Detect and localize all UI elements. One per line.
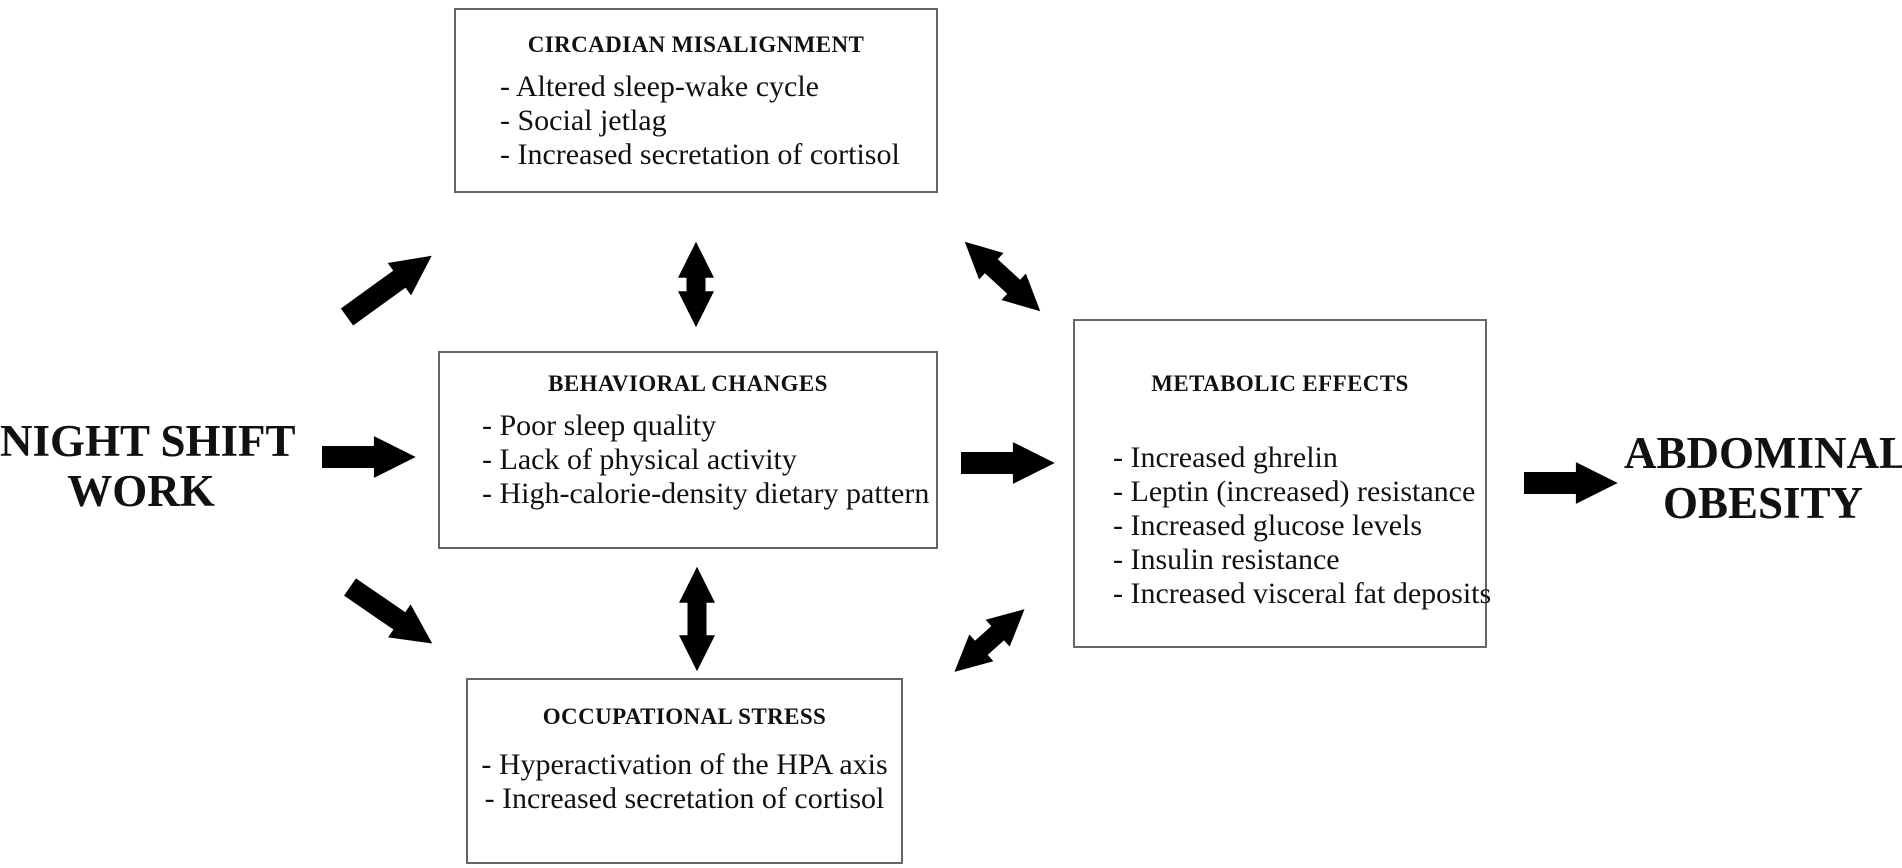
source-label-night-shift-work: NIGHT SHIFT WORK (0, 416, 296, 516)
outcome-label-abdominal-obesity: ABDOMINAL OBESITY (1624, 428, 1902, 528)
list-item: - High-calorie-density dietary pattern (482, 477, 930, 510)
arrow-nightshift-to-circadian (340, 255, 432, 326)
list-item: - Increased ghrelin (1113, 441, 1338, 474)
box-title-metabolic-effects: METABOLIC EFFECTS (1151, 371, 1409, 396)
box-behavioral-changes: BEHAVIORAL CHANGES - Poor sleep quality … (438, 351, 938, 549)
box-circadian-misalignment: CIRCADIAN MISALIGNMENT - Altered sleep-w… (454, 8, 938, 193)
box-items-behavioral-changes: - Poor sleep quality - Lack of physical … (440, 409, 936, 511)
list-item: - Altered sleep-wake cycle (500, 70, 819, 103)
box-title-behavioral-changes: BEHAVIORAL CHANGES (548, 371, 828, 396)
source-label-line1: NIGHT SHIFT (0, 416, 296, 466)
list-item: - Leptin (increased) resistance (1113, 475, 1476, 508)
arrow-circadian-metabolic-bidirectional (964, 241, 1041, 312)
arrow-nightshift-to-occupational (344, 578, 433, 644)
list-item: - Increased secretation of cortisol (484, 782, 885, 815)
box-items-circadian-misalignment: - Altered sleep-wake cycle - Social jetl… (456, 70, 936, 172)
list-item: - Social jetlag (500, 104, 667, 137)
box-items-occupational-stress: - Hyperactivation of the HPA axis - Incr… (468, 748, 901, 816)
list-item: - Increased secretation of cortisol (500, 138, 900, 171)
outcome-label-line2: OBESITY (1662, 478, 1864, 528)
box-title-occupational-stress: OCCUPATIONAL STRESS (542, 704, 827, 729)
box-occupational-stress: OCCUPATIONAL STRESS - Hyperactivation of… (466, 678, 903, 864)
list-item: - Lack of physical activity (482, 443, 797, 476)
source-label-line2: WORK (67, 466, 215, 516)
list-item: - Poor sleep quality (482, 409, 717, 442)
box-metabolic-effects: METABOLIC EFFECTS - Increased ghrelin - … (1073, 319, 1492, 648)
box-items-metabolic-effects: - Increased ghrelin - Leptin (increased)… (1075, 441, 1492, 611)
list-item: - Increased visceral fat deposits (1113, 577, 1492, 610)
list-item: - Insulin resistance (1113, 543, 1340, 576)
list-item: - Increased glucose levels (1113, 509, 1423, 542)
outcome-label-line1: ABDOMINAL (1624, 428, 1902, 478)
box-title-circadian-misalignment: CIRCADIAN MISALIGNMENT (527, 32, 865, 57)
list-item: - Hyperactivation of the HPA axis (481, 748, 888, 781)
arrow-occupational-metabolic-bidirectional (954, 609, 1025, 672)
